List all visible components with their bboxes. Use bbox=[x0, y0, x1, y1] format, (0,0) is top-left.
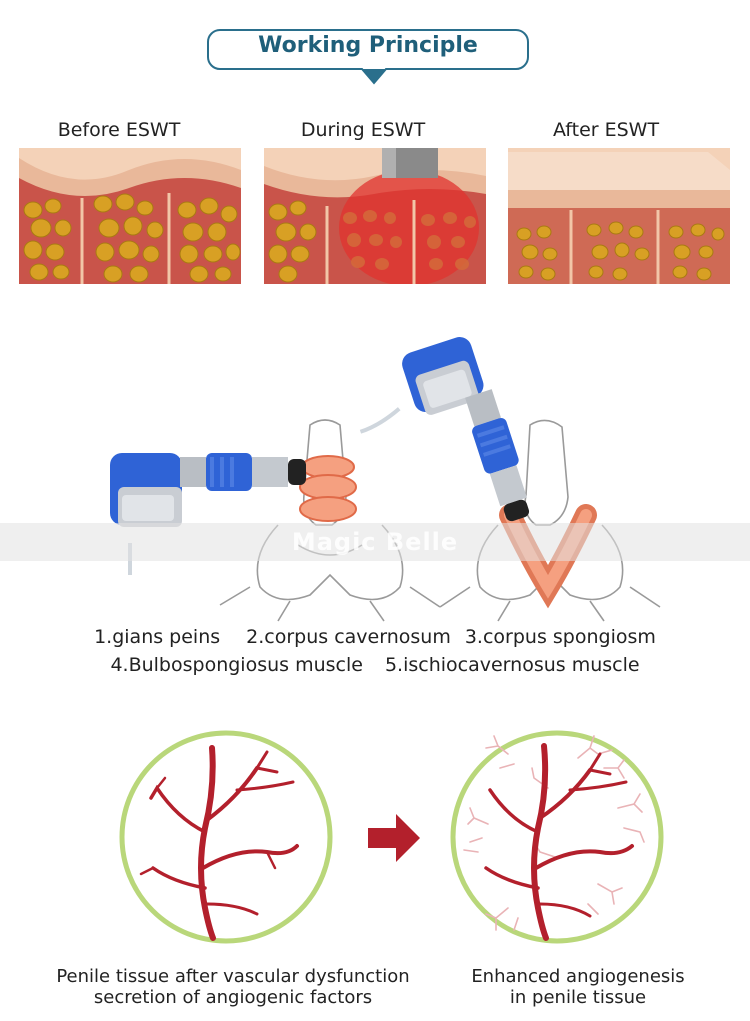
part-bulbospongiosus-muscle: 4.Bulbospongiosus muscle bbox=[110, 654, 363, 676]
new-capillaries-icon bbox=[463, 735, 645, 931]
banner-frame-icon bbox=[207, 29, 529, 85]
stage-label-after: After ESWT bbox=[552, 119, 660, 141]
dense-vessels-icon bbox=[484, 743, 634, 941]
part-corpus-cavernosum: 2.corpus cavernosum bbox=[246, 626, 451, 648]
right-handpiece bbox=[359, 337, 530, 522]
left-tissue-coils bbox=[299, 455, 357, 522]
parts-legend-line-2: 4.Bulbospongiosus muscle 5.ischiocavernos… bbox=[0, 654, 750, 676]
part-glans-penis: 1.gians peins bbox=[94, 626, 221, 648]
page-title: Working Principle bbox=[258, 33, 478, 58]
before-eswt-tissue-illustration bbox=[19, 148, 241, 284]
after-eswt-tissue-illustration bbox=[508, 148, 730, 284]
caption-angiogenesis-line-2: in penile tissue bbox=[509, 987, 647, 1008]
parts-legend-line-1: 1.gians peins 2.corpus cavernosum 3.corpus… bbox=[0, 626, 750, 648]
title-banner: Working Principle bbox=[206, 27, 530, 85]
enhanced-angiogenesis-circle bbox=[450, 730, 664, 944]
right-arrow-icon bbox=[368, 814, 420, 862]
part-corpus-spongiosum: 3.corpus spongiosm bbox=[464, 626, 656, 648]
caption-dysfunction: Penile tissue after vascular dysfunction… bbox=[23, 966, 443, 1008]
shockwave-devices-illustration bbox=[110, 337, 661, 622]
caption-angiogenesis-line-1: Enhanced angiogenesis bbox=[471, 966, 685, 987]
sparse-vessels-icon bbox=[139, 745, 299, 941]
left-handpiece bbox=[110, 453, 306, 575]
part-ischiocavernosus-muscle: 5.ischiocavernosus muscle bbox=[384, 654, 640, 676]
stage-label-before: Before ESWT bbox=[57, 119, 181, 141]
vessel-dysfunction-circle bbox=[119, 730, 333, 944]
caption-dysfunction-line-2: secretion of angiogenic factors bbox=[93, 987, 373, 1008]
watermark-text: Magic Belle bbox=[291, 528, 459, 556]
watermark-band bbox=[0, 523, 750, 561]
caption-dysfunction-line-1: Penile tissue after vascular dysfunction bbox=[56, 966, 410, 987]
during-eswt-tissue-illustration bbox=[264, 148, 486, 284]
caption-angiogenesis: Enhanced angiogenesis in penile tissue bbox=[368, 966, 750, 1008]
stage-label-during: During ESWT bbox=[300, 119, 426, 141]
